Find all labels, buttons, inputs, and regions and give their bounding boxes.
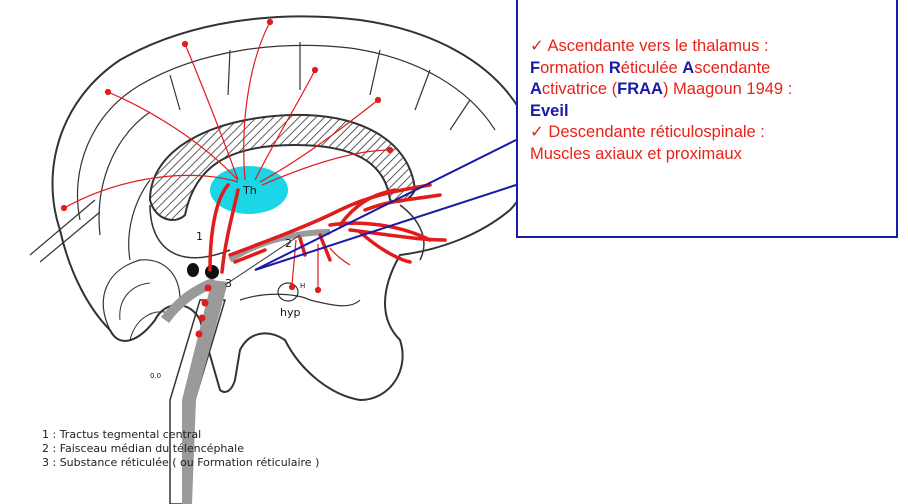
corpus-callosum bbox=[150, 115, 415, 220]
callout-box: ✓ Ascendante vers le thalamus : Formatio… bbox=[516, 0, 898, 238]
fraa-letter-a1: A bbox=[682, 59, 694, 77]
descending-result: Muscles axiaux et proximaux bbox=[530, 145, 742, 163]
callout-item-descending: ✓ Descendante réticulospinale : Muscles … bbox=[530, 122, 886, 165]
label-2: 2 bbox=[285, 237, 292, 250]
legend-item-3: 3 : Substance réticulée ( ou Formation r… bbox=[42, 456, 562, 470]
nucleus-1 bbox=[187, 263, 199, 277]
fraa-word-formation: ormation bbox=[540, 59, 609, 77]
fraa-word-activatrice: ctivatrice ( bbox=[542, 80, 617, 98]
descending-intro: Descendante réticulospinale : bbox=[548, 123, 764, 141]
fraa-letter-a2: A bbox=[530, 80, 542, 98]
fraa-tail: ) Maagoun 1949 : bbox=[663, 80, 792, 98]
label-h: H bbox=[300, 282, 305, 290]
checkmark-icon: ✓ bbox=[530, 37, 544, 55]
legend: 1 : Tractus tegmental central 2 : Faisce… bbox=[42, 428, 562, 470]
thalamus-label: Th bbox=[242, 184, 257, 197]
fraa-word-reticulee: éticulée bbox=[621, 59, 682, 77]
label-hyp: hyp bbox=[280, 306, 300, 319]
label-3: 3 bbox=[225, 277, 232, 290]
legend-item-1: 1 : Tractus tegmental central bbox=[42, 428, 562, 442]
nucleus-3 bbox=[205, 265, 219, 279]
ascending-result: Eveil bbox=[530, 102, 569, 120]
fraa-word-ascendante: scendante bbox=[694, 59, 770, 77]
label-1: 1 bbox=[196, 230, 203, 243]
fraa-abbreviation: FRAA bbox=[617, 80, 663, 98]
fraa-letter-r: R bbox=[609, 59, 621, 77]
checkmark-icon: ✓ bbox=[530, 123, 544, 141]
brain-outline bbox=[30, 16, 531, 400]
legend-item-2: 2 : Faisceau médian du télencéphale bbox=[42, 442, 562, 456]
label-small: 0.0 bbox=[150, 372, 161, 380]
ascending-intro: Ascendante vers le thalamus : bbox=[548, 37, 769, 55]
callout-item-ascending: ✓ Ascendante vers le thalamus : Formatio… bbox=[530, 36, 886, 122]
fraa-letter-f: F bbox=[530, 59, 540, 77]
